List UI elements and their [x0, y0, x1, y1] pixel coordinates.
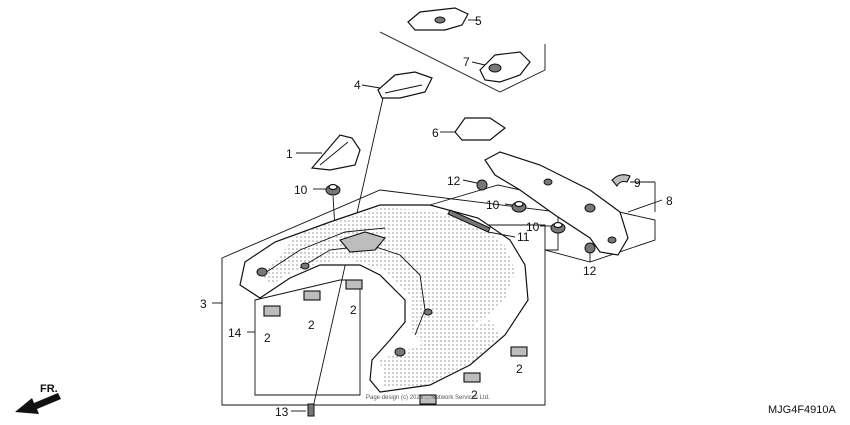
part-9-clip [611, 174, 631, 187]
part-10-grommet-b [511, 200, 527, 213]
callout-7: 7 [463, 55, 470, 69]
callout-2: 2 [471, 388, 478, 402]
part-12-screw-a [476, 179, 488, 191]
callout-14: 14 [228, 326, 242, 340]
copyright-caption: Page design (c) 2024 ... Network Service… [366, 395, 490, 401]
callout-13: 13 [275, 405, 289, 419]
part-4-panel [377, 71, 433, 99]
callout-9: 9 [634, 176, 641, 190]
callout-12: 12 [583, 264, 597, 278]
callout-2: 2 [350, 303, 357, 317]
part-3-cover-body [239, 204, 529, 393]
callout-10: 10 [526, 220, 540, 234]
callout-2: 2 [308, 318, 315, 332]
callout-2: 2 [516, 362, 523, 376]
part-2-pad-f [419, 394, 437, 405]
callout-10: 10 [486, 198, 500, 212]
callout-1: 1 [286, 147, 293, 161]
part-12-screw-b [584, 242, 596, 254]
callout-10: 10 [294, 183, 308, 197]
callout-11: 11 [517, 230, 530, 244]
part-2-pad-b [303, 290, 321, 301]
callout-12: 12 [447, 174, 461, 188]
part-6-cover [454, 117, 507, 141]
callout-2: 2 [264, 331, 271, 345]
part-2-pad-d [510, 346, 528, 357]
callout-5: 5 [475, 14, 482, 28]
callout-8: 8 [666, 194, 673, 208]
part-7-cover [479, 51, 531, 83]
diagram-code: MJG4F4910A [768, 404, 837, 416]
callout-3: 3 [200, 297, 207, 311]
front-direction-icon [15, 393, 61, 414]
part-2-pad-a [263, 305, 281, 317]
assembly-box-upper [379, 31, 546, 93]
part-10-grommet-a [325, 183, 341, 196]
callout-6: 6 [432, 126, 439, 140]
part-10-grommet-c [550, 221, 566, 234]
callout-4: 4 [354, 78, 361, 92]
part-13-screw [307, 403, 315, 417]
part-1-visor [310, 134, 361, 171]
part-5-panel [407, 7, 469, 31]
front-direction-label: FR. [40, 383, 58, 395]
part-8-side-cover [484, 151, 629, 256]
assembly-box-14 [254, 279, 361, 396]
part-2-pad-e [463, 372, 481, 383]
part-2-pad-c [345, 279, 363, 290]
